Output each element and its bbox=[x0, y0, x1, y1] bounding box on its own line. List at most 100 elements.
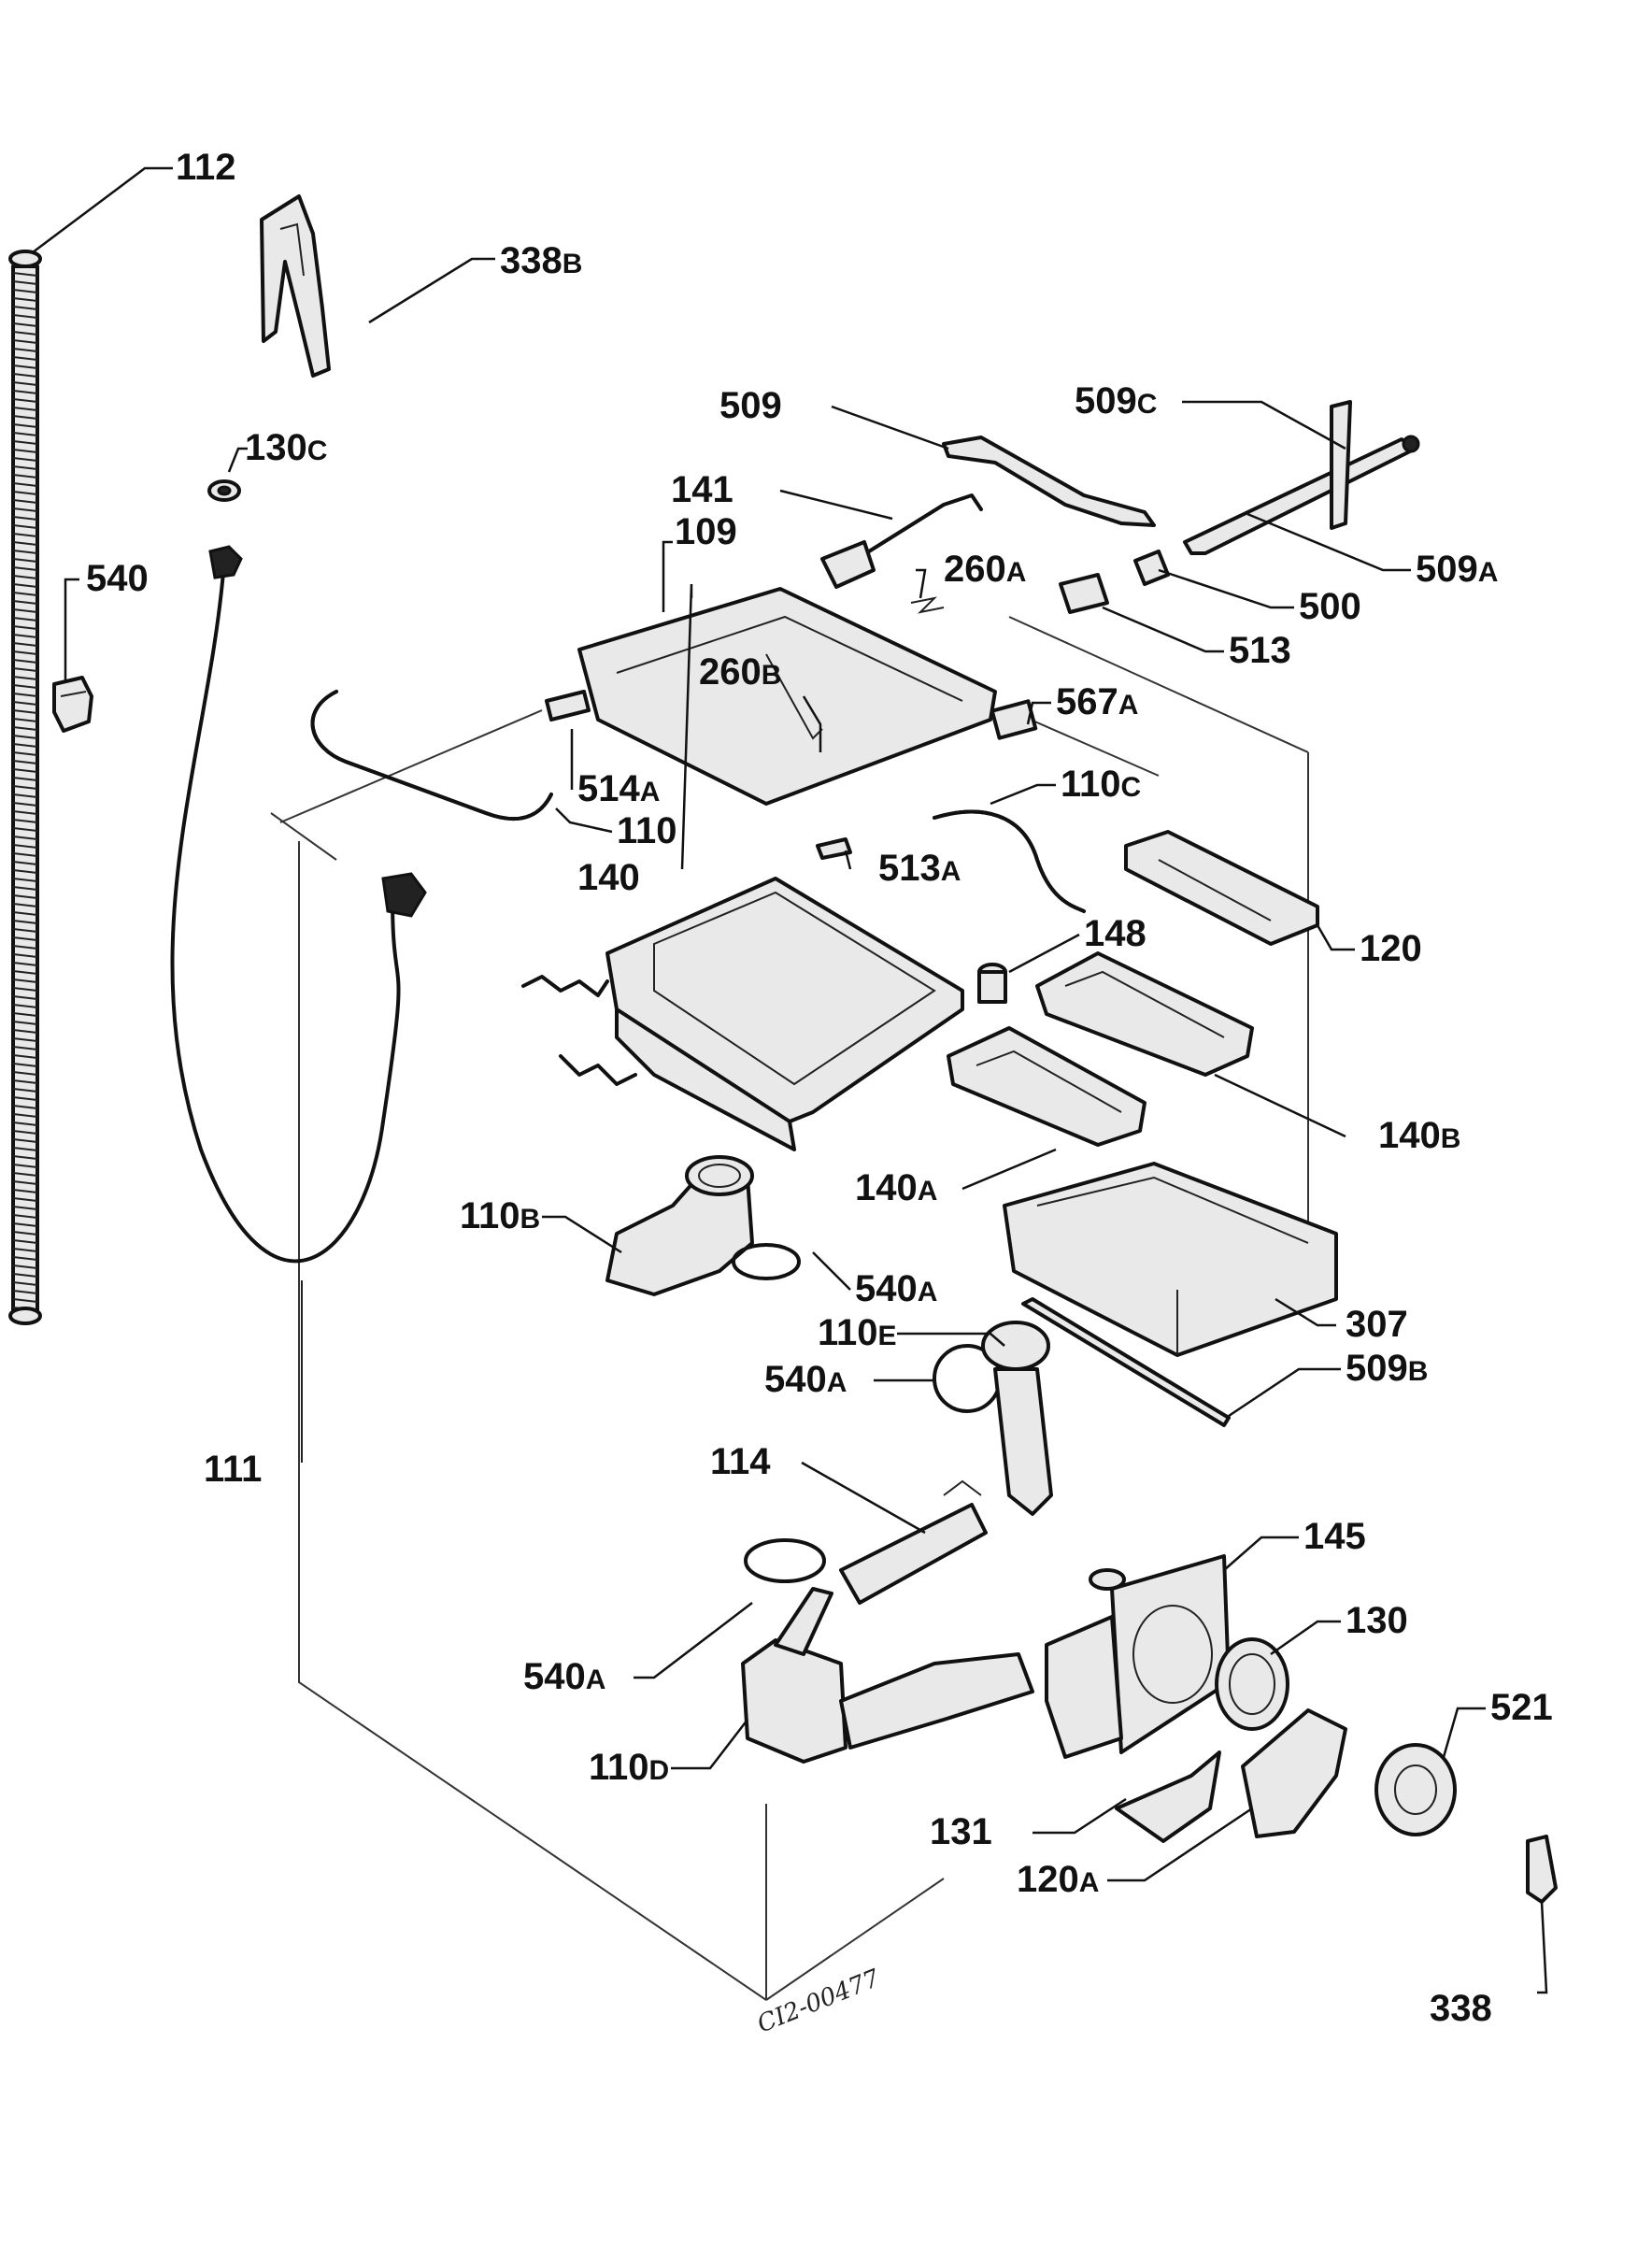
hose-rib bbox=[12, 1113, 38, 1118]
callout-label-120: 120 bbox=[1360, 928, 1422, 969]
dispenser-housing-part bbox=[521, 877, 964, 1151]
hose-rib bbox=[12, 1054, 38, 1059]
hose-rib bbox=[12, 979, 38, 983]
hose-rib bbox=[12, 1256, 38, 1261]
callout-suffix: C bbox=[1121, 772, 1142, 803]
hose-rib bbox=[12, 768, 38, 773]
callout-number: 110 bbox=[460, 1195, 520, 1236]
callout-suffix: D bbox=[649, 1755, 670, 1786]
hose-rib bbox=[12, 465, 38, 470]
callout-number: 130 bbox=[245, 427, 307, 468]
callout-number: 260 bbox=[944, 549, 1006, 590]
callout-number: 260 bbox=[699, 651, 762, 693]
hose-rib bbox=[12, 953, 38, 958]
clamp-part bbox=[52, 676, 93, 733]
hose-rib bbox=[12, 684, 38, 689]
callout-number: 521 bbox=[1490, 1687, 1553, 1728]
hose-rib bbox=[12, 1105, 38, 1109]
callout-suffix: E bbox=[878, 1321, 897, 1351]
hose-rib bbox=[12, 1029, 38, 1034]
hose-rib bbox=[12, 1164, 38, 1168]
hose-rib bbox=[12, 373, 38, 378]
callout-label-338b: 338B bbox=[500, 240, 582, 281]
hose-rib bbox=[12, 844, 38, 849]
hose-hanger-part bbox=[260, 194, 331, 378]
callout-number: 130 bbox=[1346, 1600, 1408, 1641]
callout-label-130: 130 bbox=[1346, 1600, 1408, 1641]
hose-rib bbox=[12, 289, 38, 293]
callout-suffix: A bbox=[1079, 1867, 1100, 1898]
callout-number: 500 bbox=[1299, 586, 1361, 627]
hose-rib bbox=[12, 735, 38, 739]
callout-number: 109 bbox=[675, 511, 737, 552]
hose-rib bbox=[12, 348, 38, 352]
hose-rib bbox=[12, 1138, 38, 1143]
callout-label-110: 110 bbox=[617, 810, 677, 851]
hose-rib bbox=[12, 558, 38, 563]
hose-rib bbox=[12, 449, 38, 453]
callout-label-540a_2: 540A bbox=[764, 1359, 847, 1400]
hose-rib bbox=[12, 541, 38, 546]
hose-rib bbox=[12, 440, 38, 445]
leader-lines bbox=[32, 166, 1548, 1994]
callout-number: 307 bbox=[1346, 1304, 1408, 1345]
callout-number: 111 bbox=[204, 1449, 262, 1490]
hose-rib bbox=[12, 827, 38, 832]
hose-rib bbox=[12, 1206, 38, 1210]
callout-number: 112 bbox=[176, 147, 236, 188]
hose-rib bbox=[12, 381, 38, 386]
small-parts bbox=[816, 493, 1170, 860]
hose-rib bbox=[12, 1147, 38, 1151]
callout-number: 145 bbox=[1303, 1516, 1366, 1557]
hose-rib bbox=[12, 1071, 38, 1076]
callout-label-141: 141 bbox=[671, 469, 733, 510]
hose-rib bbox=[12, 474, 38, 479]
hose-rib bbox=[12, 1063, 38, 1067]
hose-rib bbox=[12, 625, 38, 630]
callout-number: 509 bbox=[1346, 1348, 1408, 1389]
hose-rib bbox=[12, 777, 38, 781]
hose-rib bbox=[12, 1037, 38, 1042]
callout-suffix: B bbox=[520, 1204, 541, 1235]
seal-ring-part bbox=[1215, 1637, 1289, 1731]
drawing-code: CI2-00477 bbox=[753, 1964, 884, 2039]
hose-rib bbox=[12, 600, 38, 605]
hose-rib bbox=[12, 1172, 38, 1177]
callout-suffix: A bbox=[918, 1176, 938, 1207]
hose-rib bbox=[12, 516, 38, 521]
hose-rib bbox=[12, 1180, 38, 1185]
callout-suffix: A bbox=[941, 856, 961, 887]
hose-rib bbox=[12, 634, 38, 638]
callout-label-509b: 509B bbox=[1346, 1348, 1428, 1389]
callout-label-112: 112 bbox=[176, 147, 236, 188]
tube-part bbox=[839, 1479, 988, 1605]
hose-rib bbox=[12, 1088, 38, 1093]
callout-number: 338 bbox=[500, 240, 563, 281]
callout-suffix: C bbox=[1137, 389, 1158, 420]
callout-suffix: A bbox=[586, 1664, 606, 1695]
hose-rib bbox=[12, 928, 38, 933]
hose-rib bbox=[12, 390, 38, 394]
callout-number: 120 bbox=[1360, 928, 1422, 969]
callout-label-109: 109 bbox=[675, 511, 737, 552]
hose-rib bbox=[12, 297, 38, 302]
hose-rib bbox=[12, 482, 38, 487]
callout-label-260a: 260A bbox=[944, 549, 1026, 590]
hose-rib bbox=[12, 1273, 38, 1278]
hose-rib bbox=[12, 995, 38, 1000]
hose-rib bbox=[12, 1122, 38, 1126]
callout-suffix: B bbox=[1441, 1123, 1461, 1154]
hose-rib bbox=[12, 432, 38, 436]
callout-number: 509 bbox=[1416, 549, 1478, 590]
hose-rib bbox=[12, 1264, 38, 1269]
hose-rib bbox=[12, 272, 38, 277]
hose-rib bbox=[12, 852, 38, 857]
hose-rib bbox=[12, 667, 38, 672]
callout-label-131: 131 bbox=[930, 1811, 992, 1852]
hose-rib bbox=[12, 1021, 38, 1025]
hose-rib bbox=[12, 524, 38, 529]
bellows-hose-part bbox=[981, 1321, 1053, 1516]
drawer-tray-parts bbox=[947, 951, 1254, 1147]
